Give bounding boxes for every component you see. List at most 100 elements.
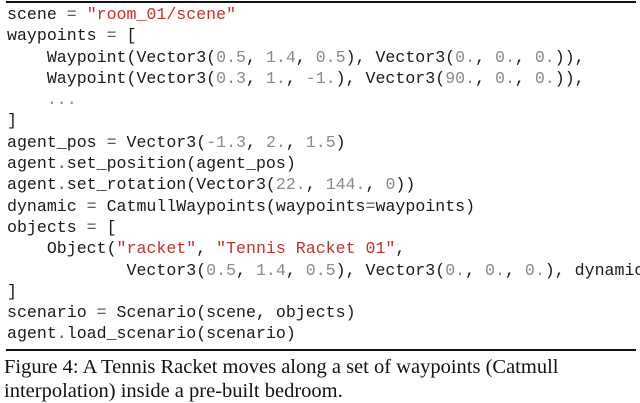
operator: = [106,132,117,152]
numeric-literal: 0. [534,68,555,88]
string-literal: "room_01/scene" [86,5,237,24]
code-listing: scene = "room_01/scene"waypoints = [ Way… [7,4,640,345]
code-line: agent.load_scenario(scenario) [7,323,640,344]
numeric-literal: 22. [275,175,306,195]
code-token: Scenario(scene, objects) [106,303,356,323]
numeric-literal: 0.5 [216,47,246,67]
code-token: agent [7,175,57,195]
code-line: scenario = Scenario(scene, objects) [7,302,640,323]
code-token: , [236,260,256,280]
numeric-literal: 2. [265,132,286,152]
code-token: , [295,47,316,67]
numeric-literal: 0. [494,68,515,88]
code-token: ] [7,281,17,301]
code-line: scene = "room_01/scene" [7,4,640,25]
code-line: waypoints = [ [7,25,640,46]
numeric-literal: 0. [455,47,476,67]
caption-line-1: Figure 4: A Tennis Racket moves along a … [4,356,559,378]
code-line: Waypoint(Vector3(0.3, 1., -1.), Vector3(… [7,68,640,89]
code-token: Vector3( [7,260,207,280]
code-token: , [395,239,406,259]
code-token: Waypoint(Vector3( [7,68,217,88]
code-token: , [305,175,326,195]
numeric-literal: 0.5 [305,260,336,280]
code-line: Vector3(0.5, 1.4, 0.5), Vector3(0., 0., … [7,260,640,281]
top-rule [6,1,636,3]
numeric-literal: 144. [325,175,366,195]
code-token: scenario [7,303,97,323]
numeric-literal: 0.5 [206,260,237,280]
code-token: , [475,47,495,67]
code-token: ] [7,111,17,131]
caption-line-2: interpolation) inside a pre-built bedroo… [4,380,343,402]
code-line: agent.set_position(agent_pos) [7,153,640,174]
bottom-rule [6,349,636,351]
operator: = [365,196,376,216]
code-token: set_rotation(Vector3( [66,175,276,195]
code-token: Vector3( [116,132,207,152]
code-token: , [514,68,535,88]
code-token: , [246,47,266,67]
string-literal: "racket" [116,239,197,259]
code-token: , [504,260,525,280]
operator: = [96,303,107,323]
code-token: )), [554,68,585,88]
operator: . [56,175,67,195]
code-token: , [465,260,486,280]
code-token: , [285,68,306,88]
operator: = [86,196,97,216]
numeric-literal: 0. [445,260,466,280]
code-token [7,90,47,109]
code-token: , [365,175,386,195]
code-line: ... [7,89,640,110]
code-line: Object("racket", "Tennis Racket 01", [7,238,640,259]
code-token: ), Vector3( [345,47,456,67]
numeric-literal: 0.5 [315,47,346,67]
code-token: ), dynamic) [544,260,640,280]
code-token: , [246,132,266,152]
numeric-literal: 1.4 [265,47,296,67]
code-token: waypoints [7,26,107,46]
code-line: agent.set_rotation(Vector3(22., 144., 0)… [7,174,640,195]
operator: = [106,26,117,46]
operator: = [66,5,77,24]
numeric-literal: ... [46,90,77,110]
numeric-literal: 0.3 [216,68,246,88]
numeric-literal: 1.4 [255,260,286,280]
code-token [77,5,87,24]
numeric-literal: -1.3 [206,132,247,152]
code-token: , [285,132,306,152]
code-token: [ [96,217,117,237]
figure-caption: Figure 4: A Tennis Racket moves along a … [4,355,558,403]
code-token: set_position(agent_pos) [66,154,296,174]
code-token: Waypoint(Vector3( [7,47,217,67]
numeric-literal: 0. [494,47,515,67]
numeric-literal: -1. [305,68,336,88]
code-token: CatmullWaypoints(waypoints [96,196,366,216]
code-line: ] [7,281,640,302]
numeric-literal: 90. [445,68,476,88]
code-token: scene [7,5,67,24]
code-token: , [514,47,535,67]
code-line: objects = [ [7,217,640,238]
code-token: objects [7,217,87,237]
operator: . [56,154,67,174]
code-token: Object( [7,239,117,259]
operator: . [56,324,67,344]
operator: = [86,217,97,237]
code-line: ] [7,110,640,131]
code-token: , [196,239,217,259]
code-line: Waypoint(Vector3(0.5, 1.4, 0.5), Vector3… [7,47,640,68]
code-token: agent [7,324,57,344]
code-token: ), Vector3( [335,260,446,280]
numeric-literal: 0 [385,175,396,195]
code-line: dynamic = CatmullWaypoints(waypoints=way… [7,196,640,217]
numeric-literal: 0. [534,47,555,67]
code-token: dynamic [7,196,87,216]
code-token: , [475,68,495,88]
code-token: ), Vector3( [335,68,446,88]
code-token: ) [335,132,346,152]
code-token: load_scenario(scenario) [66,324,296,344]
code-token: )) [395,175,416,195]
code-token: )), [554,47,585,67]
